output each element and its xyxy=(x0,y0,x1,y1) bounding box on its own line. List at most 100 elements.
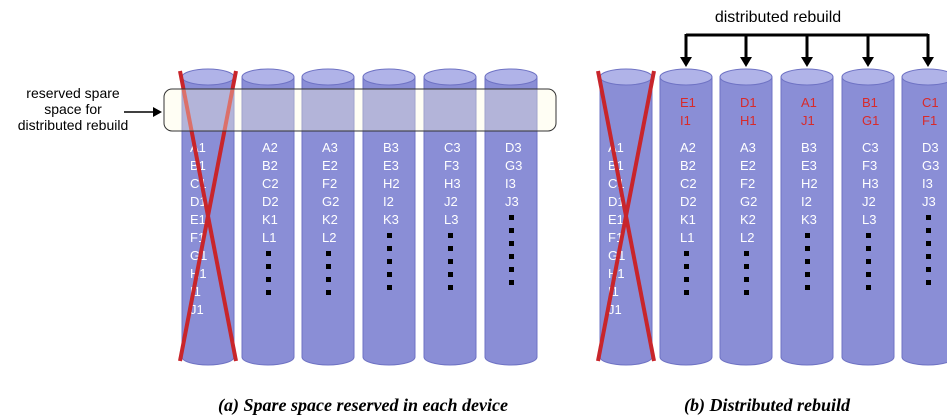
continuation-dot xyxy=(509,215,514,220)
continuation-dot xyxy=(509,267,514,272)
disk-top xyxy=(659,68,713,86)
block-label: D3 xyxy=(505,140,522,155)
continuation-dot xyxy=(266,290,271,295)
continuation-dot xyxy=(866,272,871,277)
block-label: E1 xyxy=(190,212,206,227)
continuation-dot xyxy=(684,264,689,269)
continuation-dot xyxy=(326,264,331,269)
disk-body xyxy=(301,76,355,366)
annotation-arrow-head xyxy=(153,107,162,117)
rebuilt-block-label: D1 xyxy=(740,95,757,110)
block-label: L3 xyxy=(444,212,458,227)
continuation-dot xyxy=(926,228,931,233)
disk-top xyxy=(423,68,477,86)
continuation-dot xyxy=(744,251,749,256)
disk-body xyxy=(780,76,834,366)
block-label: E2 xyxy=(740,158,756,173)
continuation-dot xyxy=(926,215,931,220)
continuation-dot xyxy=(866,233,871,238)
continuation-dot xyxy=(387,233,392,238)
rebuilt-block-label: H1 xyxy=(740,113,757,128)
rebuild-arrows xyxy=(680,33,934,67)
block-label: C2 xyxy=(680,176,697,191)
disk-top xyxy=(301,68,355,86)
block-label: K1 xyxy=(680,212,696,227)
block-label: A2 xyxy=(262,140,278,155)
continuation-dot xyxy=(266,264,271,269)
spare-space-band xyxy=(163,88,557,132)
disk-body xyxy=(719,76,773,366)
continuation-dot xyxy=(805,285,810,290)
block-label: G2 xyxy=(322,194,339,209)
failed-disk: A1B1C1D1E1F1G1H1I1J1 xyxy=(596,68,656,366)
block-label: L3 xyxy=(862,212,876,227)
continuation-dot xyxy=(448,285,453,290)
block-label: K3 xyxy=(801,212,817,227)
panel-b-distributed-rebuild: A1B1C1D1E1F1G1H1I1J1E1I1A2B2C2D2K1L1D1H1… xyxy=(596,68,947,366)
panel-a-spare-space: A1B1C1D1E1F1G1H1I1J1A2B2C2D2K1L1A3E2F2G2… xyxy=(163,68,557,366)
block-label: C3 xyxy=(444,140,461,155)
disk-top xyxy=(241,68,295,86)
disk-body xyxy=(901,76,947,366)
rebuild-arrow-head xyxy=(680,57,692,67)
continuation-dot xyxy=(448,233,453,238)
caption-a: (a) Spare space reserved in each device xyxy=(218,395,508,416)
continuation-dot xyxy=(805,233,810,238)
rebuild-arrow-head xyxy=(922,57,934,67)
continuation-dot xyxy=(387,259,392,264)
disk-body xyxy=(423,76,477,366)
continuation-dot xyxy=(448,272,453,277)
rebuilt-block-label: F1 xyxy=(922,113,937,128)
block-label: G2 xyxy=(740,194,757,209)
block-label: B3 xyxy=(383,140,399,155)
continuation-dot xyxy=(326,277,331,282)
block-label: F3 xyxy=(862,158,877,173)
continuation-dot xyxy=(387,285,392,290)
continuation-dot xyxy=(744,277,749,282)
block-label: H2 xyxy=(801,176,818,191)
disk-body xyxy=(241,76,295,366)
continuation-dot xyxy=(926,280,931,285)
continuation-dot xyxy=(866,246,871,251)
block-label: I3 xyxy=(505,176,516,191)
continuation-dot xyxy=(866,259,871,264)
disk-top xyxy=(780,68,834,86)
rebuild-arrow-head xyxy=(740,57,752,67)
block-label: C3 xyxy=(862,140,879,155)
disk-body xyxy=(484,76,538,366)
block-label: K3 xyxy=(383,212,399,227)
disk-top xyxy=(181,68,235,86)
block-label: G3 xyxy=(922,158,939,173)
rebuild-arrow-head xyxy=(801,57,813,67)
continuation-dot xyxy=(509,280,514,285)
block-label: F2 xyxy=(740,176,755,191)
continuation-dot xyxy=(509,254,514,259)
block-label: L1 xyxy=(680,230,694,245)
continuation-dot xyxy=(926,241,931,246)
block-label: F2 xyxy=(322,176,337,191)
block-label: K2 xyxy=(740,212,756,227)
block-label: I2 xyxy=(383,194,394,209)
block-label: J1 xyxy=(190,302,204,317)
failure-cross-line xyxy=(178,70,238,362)
block-label: L2 xyxy=(740,230,754,245)
rebuild-arrow-head xyxy=(862,57,874,67)
continuation-dot xyxy=(744,290,749,295)
continuation-dot xyxy=(326,290,331,295)
block-label: B3 xyxy=(801,140,817,155)
block-label: E3 xyxy=(383,158,399,173)
failure-cross-line xyxy=(596,70,656,362)
block-label: E3 xyxy=(801,158,817,173)
block-label: H3 xyxy=(444,176,461,191)
continuation-dot xyxy=(266,251,271,256)
block-label: I2 xyxy=(801,194,812,209)
continuation-dot xyxy=(744,264,749,269)
disk-top xyxy=(362,68,416,86)
annotation-line-1: reserved spare xyxy=(26,85,120,101)
